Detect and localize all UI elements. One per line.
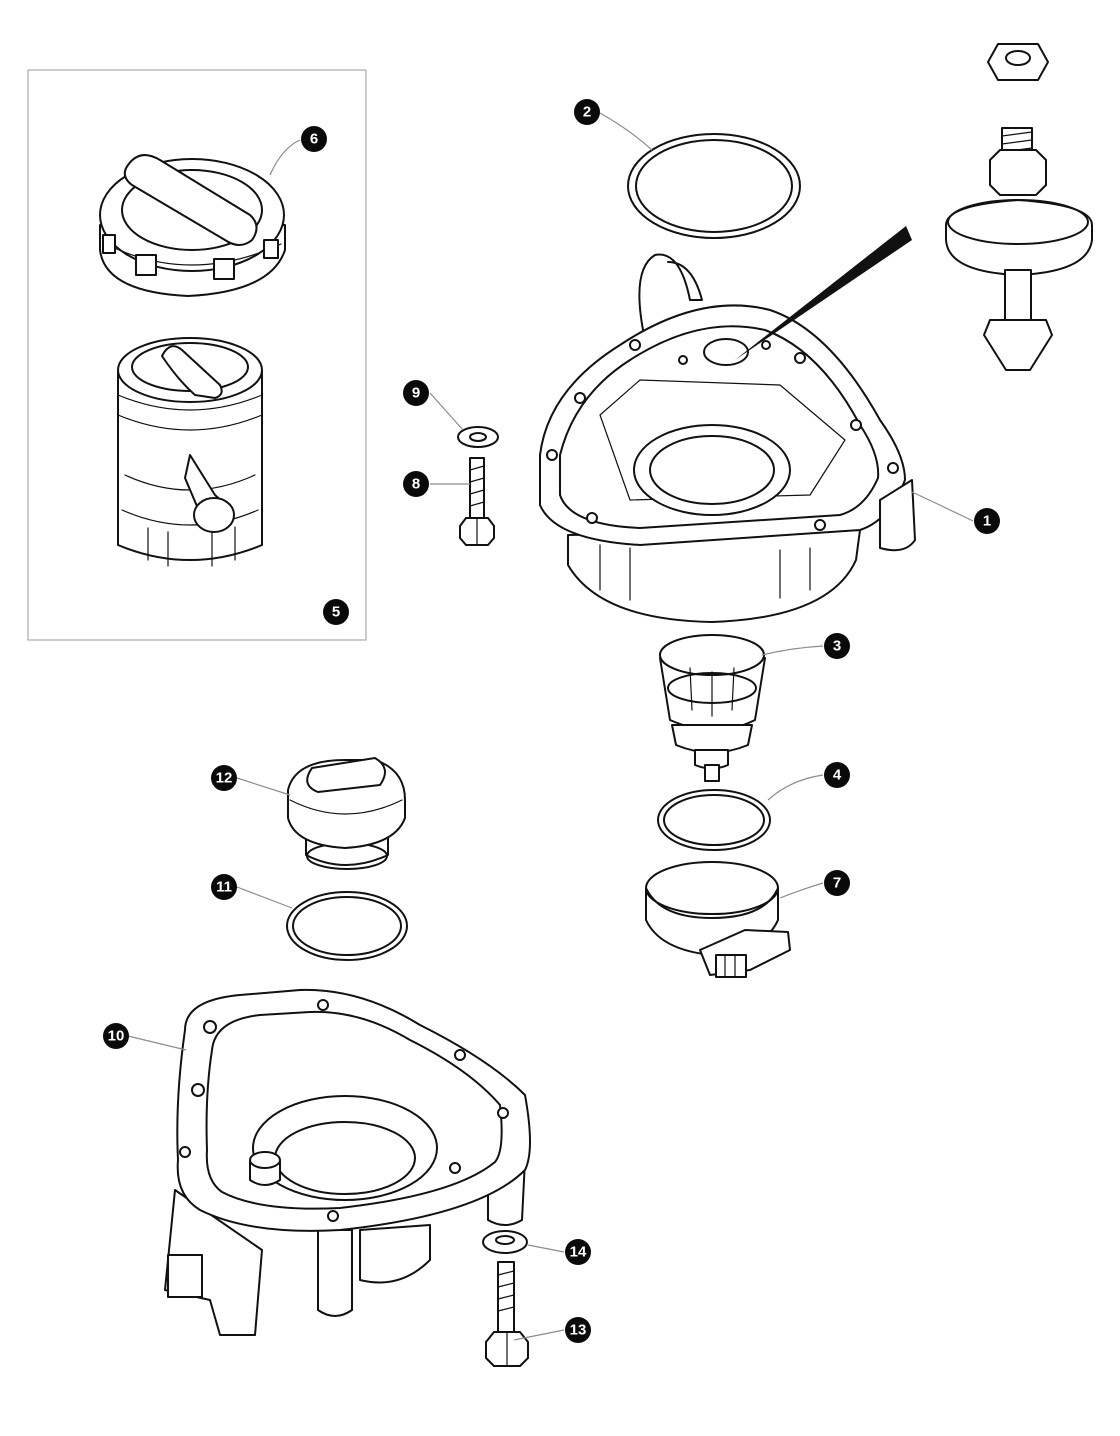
callout-7: 7: [824, 870, 850, 896]
callout-8: 8: [403, 471, 429, 497]
leader-lines: [127, 112, 974, 1341]
svg-text:10: 10: [108, 1028, 125, 1045]
callout-1: 1: [974, 508, 1000, 534]
callout-4: 4: [824, 762, 850, 788]
valve-stem-assembly: [945, 127, 1093, 371]
callout-6: 6: [301, 126, 327, 152]
svg-text:9: 9: [412, 385, 420, 402]
callout-11: 11: [211, 874, 237, 900]
svg-text:13: 13: [570, 1322, 587, 1339]
part-5-valve-body: [117, 337, 263, 567]
svg-text:7: 7: [833, 875, 841, 892]
part-2-o-ring: [627, 133, 801, 239]
part-7-hose-clamp: [645, 861, 791, 978]
svg-text:12: 12: [216, 770, 233, 787]
valve-stem-nut: [987, 43, 1049, 81]
svg-text:8: 8: [412, 476, 420, 493]
part-12-cap: [287, 757, 406, 870]
callout-2: 2: [574, 99, 600, 125]
svg-text:6: 6: [310, 131, 318, 148]
part-8-bolt: [459, 457, 495, 546]
part-9-washer: [457, 426, 499, 448]
part-4-o-ring: [657, 789, 771, 851]
svg-text:11: 11: [216, 879, 232, 896]
svg-text:4: 4: [833, 767, 842, 784]
callout-3: 3: [824, 633, 850, 659]
svg-text:5: 5: [332, 604, 340, 621]
part-13-bolt: [485, 1261, 529, 1367]
svg-text:1: 1: [983, 513, 991, 530]
part-3-strainer: [659, 634, 766, 782]
part-6-filler-cap: [99, 154, 286, 297]
part-10-lower-housing: [164, 988, 531, 1336]
part-1-upper-housing: [539, 226, 916, 623]
svg-text:3: 3: [833, 638, 841, 655]
svg-text:2: 2: [583, 104, 591, 121]
callout-10: 10: [103, 1023, 129, 1049]
part-11-o-ring: [286, 891, 408, 961]
callout-13: 13: [565, 1317, 591, 1343]
svg-text:14: 14: [570, 1244, 587, 1261]
callout-14: 14: [565, 1239, 591, 1265]
kit-frame: [27, 69, 367, 641]
part-14-washer: [482, 1230, 528, 1254]
callout-9: 9: [403, 380, 429, 406]
callout-12: 12: [211, 765, 237, 791]
callout-5: 5: [323, 599, 349, 625]
